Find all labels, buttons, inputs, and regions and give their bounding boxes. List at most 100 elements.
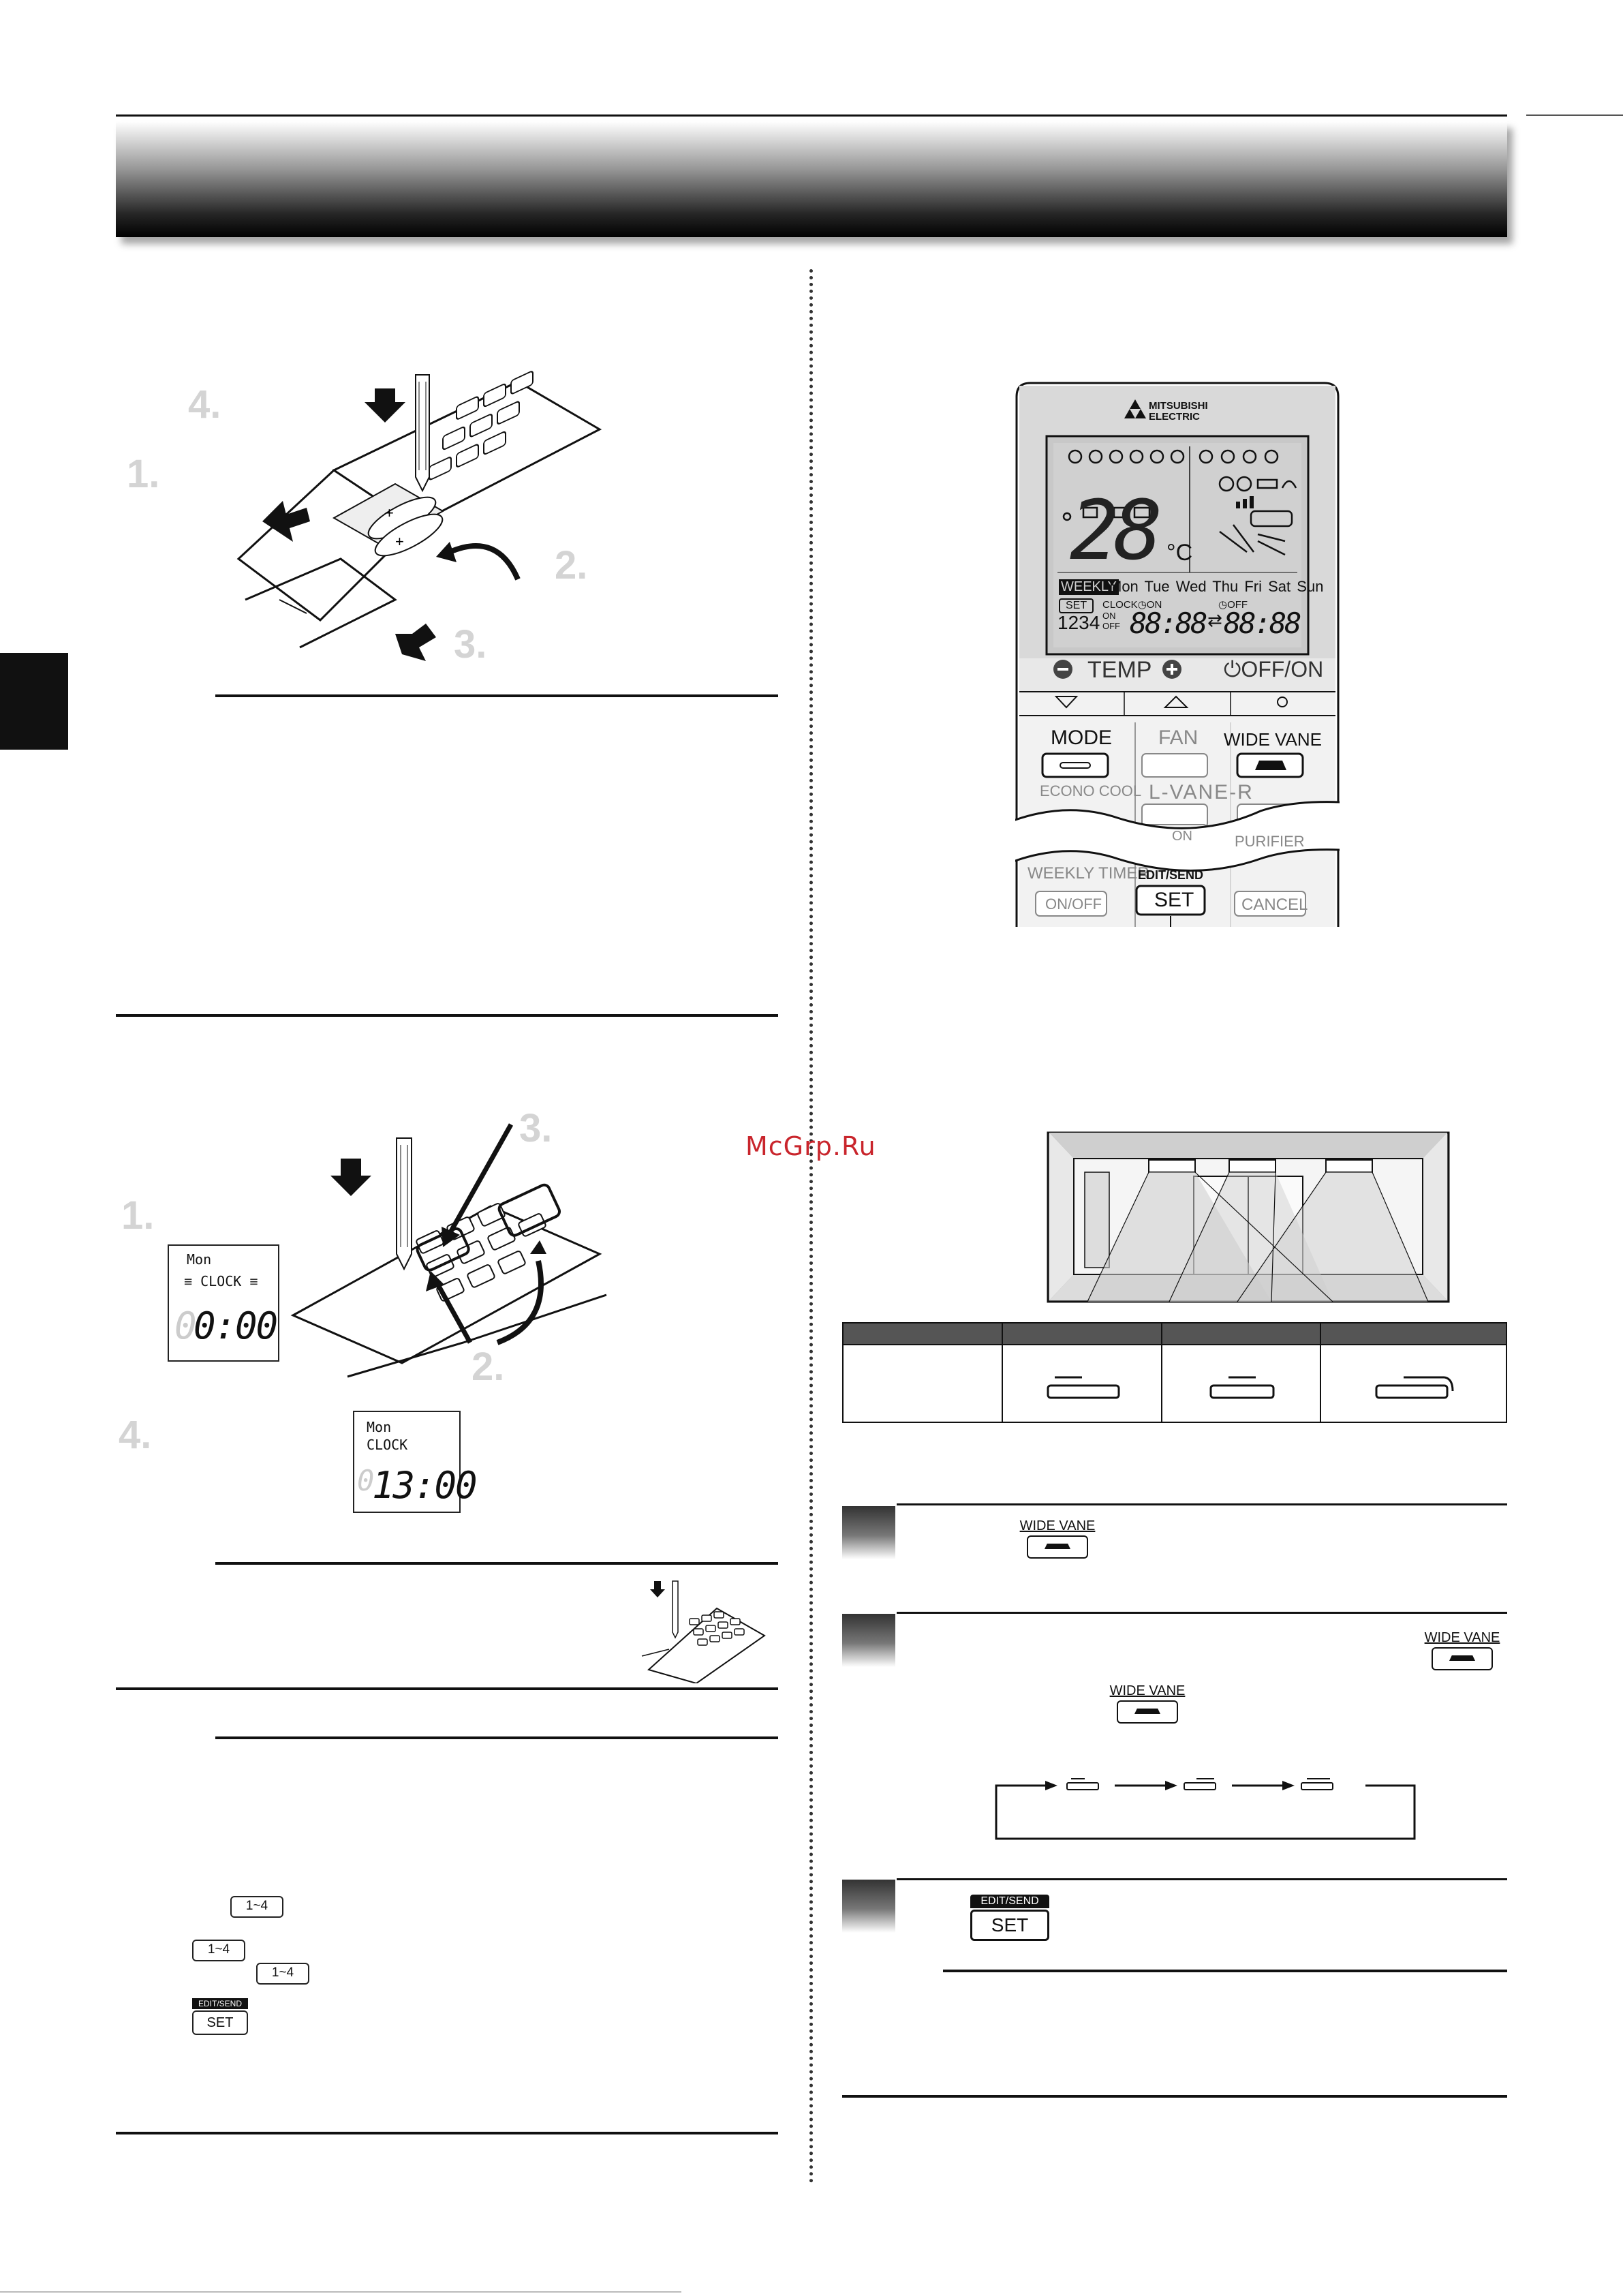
vane-left-icon	[1047, 1376, 1120, 1399]
set-button-label: SET	[1154, 889, 1194, 911]
wide-vane-key-button[interactable]: WIDE VANE	[1019, 1518, 1096, 1562]
wide-vane-key-icon	[1027, 1535, 1088, 1559]
set-label: SET	[970, 1910, 1049, 1941]
display-weekly-badge: WEEKLY	[1059, 579, 1119, 595]
clock-step-3: 3.	[519, 1106, 553, 1150]
table-row-label-cell	[842, 1344, 1003, 1423]
watermark: McGrp.Ru	[745, 1131, 876, 1161]
step-2-rule	[897, 1612, 1507, 1614]
edit-send-label: EDIT/SEND	[1138, 868, 1204, 882]
timer-section-end-rule	[116, 2132, 778, 2134]
econo-cool-label: ECONO COOL	[1040, 782, 1142, 799]
range-key-button[interactable]: 1~4	[230, 1896, 283, 1918]
svg-text:+: +	[385, 504, 394, 521]
fan-label: FAN	[1158, 726, 1199, 749]
vane-position-cell	[1320, 1344, 1507, 1423]
battery-section-end-rule	[116, 1014, 778, 1017]
column-divider	[809, 269, 813, 2184]
svg-text:+: +	[395, 533, 404, 550]
wide-vane-key-icon	[1432, 1647, 1493, 1670]
clock-section-end-rule	[116, 1687, 778, 1690]
timer-subsection-rule	[215, 1736, 778, 1739]
reset-illustration	[641, 1580, 766, 1683]
edit-send-label: EDIT/SEND	[192, 1998, 248, 2009]
step-3-rule	[897, 1878, 1507, 1880]
vane-cycle-diagram	[995, 1778, 1416, 1840]
display-set-badge: SET	[1059, 598, 1094, 613]
range-key-button[interactable]: 1~4	[192, 1940, 245, 1961]
battery-illustration: + +	[236, 371, 602, 661]
l-vane-r-label: L-VANE-R	[1149, 781, 1254, 803]
step-tile-2	[842, 1614, 895, 1667]
mode-label: MODE	[1051, 726, 1112, 749]
display-clock-label: CLOCK◷ON	[1102, 599, 1162, 611]
wide-vane-key-label: WIDE VANE	[1424, 1630, 1500, 1645]
off-on-label: ⏻OFF/ON	[1224, 657, 1324, 682]
display-time-on: 88:88	[1130, 607, 1207, 640]
cancel-button-label: CANCEL	[1241, 896, 1308, 914]
footer-rule	[0, 2291, 681, 2293]
weekly-timer-label: WEEKLY TIMER	[1027, 864, 1149, 883]
display-time-off: 88:88	[1224, 607, 1301, 640]
range-key-button[interactable]: 1~4	[256, 1963, 309, 1985]
clock-display-after: Mon CLOCK 13:00 0	[353, 1411, 478, 1513]
clock-display-before: Mon ≡ CLOCK ≡ 0:00 0	[168, 1244, 279, 1362]
on-off-button-label: ON/OFF	[1045, 896, 1102, 913]
wide-vane-key-label: WIDE VANE	[1109, 1683, 1186, 1698]
battery-step-1: 1.	[127, 452, 160, 496]
clock-faint-digit: 0	[357, 1464, 374, 1497]
vane-position-cell	[1160, 1344, 1322, 1423]
room-diagram	[1047, 1131, 1450, 1303]
wide-vane-table	[842, 1322, 1507, 1423]
vane-center-icon	[1209, 1376, 1275, 1399]
step-3-subsection-rule	[943, 1970, 1507, 1972]
clock-step-2: 2.	[472, 1345, 505, 1389]
set-label: SET	[192, 2010, 248, 2035]
battery-step-3: 3.	[454, 622, 487, 667]
battery-step-4: 4.	[188, 382, 221, 427]
clock-step-4: 4.	[119, 1413, 152, 1457]
partial-on-label: ON	[1172, 829, 1192, 844]
display-slots: 1234	[1057, 612, 1100, 633]
wide-vane-key-label: WIDE VANE	[1019, 1518, 1096, 1533]
clock-day: Mon	[187, 1251, 212, 1268]
step-tile-1	[842, 1506, 895, 1559]
clock-label: ≡ CLOCK ≡	[184, 1273, 258, 1289]
section-side-tab	[0, 653, 68, 750]
clock-subsection-rule	[215, 1562, 778, 1565]
clock-time: 0:00	[194, 1304, 278, 1347]
wide-vane-key-button[interactable]: WIDE VANE	[1424, 1630, 1500, 1674]
purifier-label: PURIFIER	[1235, 833, 1305, 850]
remote-outline	[1015, 382, 1340, 927]
clock-set-illustration	[290, 1123, 607, 1378]
battery-step-2: 2.	[555, 543, 588, 587]
clock-label: CLOCK	[367, 1437, 408, 1453]
display-off-label: ◷OFF	[1218, 599, 1248, 611]
clock-step-1: 1.	[121, 1193, 155, 1238]
step-1-rule	[897, 1503, 1507, 1505]
set-key-button[interactable]: EDIT/SEND SET	[970, 1895, 1049, 1944]
display-arrow-icon: ⇄	[1207, 611, 1222, 631]
vane-wide-icon	[1375, 1376, 1454, 1399]
header-top-rule	[116, 114, 1507, 117]
wide-vane-key-button[interactable]: WIDE VANE	[1109, 1683, 1186, 1727]
wide-vane-label: WIDE VANE	[1224, 729, 1322, 750]
right-section-end-rule	[842, 2095, 1507, 2098]
header-band	[116, 121, 1507, 237]
display-days: Mon Tue Wed Thu Fri Sat Sun	[1109, 578, 1324, 595]
header-top-rule-extension	[1526, 114, 1623, 116]
temp-label: TEMP	[1087, 657, 1152, 683]
set-key-button[interactable]: EDIT/SEND SET	[192, 1998, 248, 2036]
display-temp-unit: °C	[1166, 540, 1193, 566]
display-temperature: 28	[1070, 484, 1162, 579]
clock-day: Mon	[367, 1419, 392, 1435]
step-tile-3	[842, 1880, 895, 1933]
clock-time: 13:00	[372, 1464, 478, 1507]
wide-vane-key-icon	[1117, 1700, 1178, 1724]
battery-subsection-rule	[215, 694, 778, 697]
clock-faint-digit: 0	[174, 1304, 196, 1347]
vane-position-cell	[1001, 1344, 1162, 1423]
